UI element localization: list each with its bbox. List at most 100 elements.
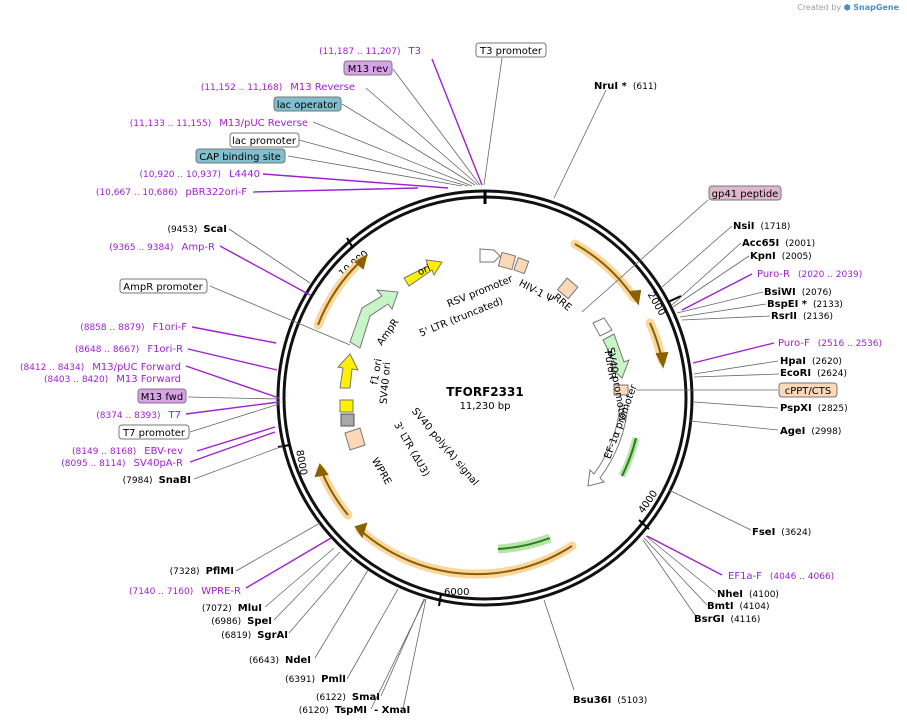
primer-marker-pbr322 [252, 187, 419, 193]
site-pmli: (6391)PmlI [285, 674, 346, 685]
site-name: NruI * [594, 81, 628, 92]
primer-pos: (10,667 .. 10,686) [96, 188, 177, 198]
site-pspxi: PspXI(2825) [780, 403, 848, 414]
site-name: SnaBI [159, 475, 191, 486]
box-t7-promoter: T7 promoter [122, 428, 186, 439]
primer-name: M13/pUC Forward [92, 362, 181, 373]
primer-marker-ef1a [646, 535, 723, 576]
primer-pos: (8095 .. 8114) [61, 459, 125, 469]
site-spei: (6986)SpeI [211, 616, 272, 627]
primer-marker-wpre [245, 537, 332, 589]
primers-right: Puro-R(2020 .. 2039) Puro-F(2516 .. 2536… [728, 269, 882, 582]
orf-arrow-green-right [621, 437, 637, 477]
primer-name: EF1a-F [728, 571, 762, 582]
site-name: XmaI [382, 705, 411, 716]
site-kpni: KpnI(2005) [750, 251, 812, 262]
box-cap-bg [195, 148, 286, 164]
leader-ecori [693, 373, 780, 378]
site-name: TspMI [335, 705, 367, 716]
box-m13-rev: M13 rev [348, 64, 389, 75]
leader-kpni [672, 255, 750, 308]
primers-left: (11,187 .. 11,207)T3 (11,152 .. 11,168)M… [20, 46, 421, 597]
plasmid-name: TFORF2331 [446, 385, 523, 399]
primer-name: M13 Reverse [290, 82, 355, 93]
site-pos: (2005) [782, 252, 812, 262]
site-name: NdeI [285, 655, 311, 666]
primer-pos: (8403 .. 8420) [44, 375, 108, 385]
site-name: EcoRI [780, 368, 811, 379]
site-name: FseI [752, 527, 775, 538]
site-nsii: NsiI(1718) [733, 221, 790, 232]
leader-m13-reverse [365, 87, 479, 186]
site-hpai: HpaI(2620) [780, 356, 842, 367]
box-gp41: gp41 peptide [712, 189, 779, 200]
primer-name: F1ori-R [147, 344, 183, 355]
primer-name: Amp-R [182, 242, 216, 253]
tick-label-8000: 8000 [293, 449, 308, 476]
site-pos: (6122) [316, 693, 346, 703]
f1-ori-arrow [337, 353, 359, 389]
site-pos: (2076) [802, 288, 832, 298]
ef1a-promoter-arrow [587, 404, 629, 487]
site-pos: (611) [633, 82, 657, 92]
feature-puror: PuroR [602, 350, 618, 381]
site-nrui: NruI * (611) [594, 81, 657, 92]
credit-prefix: Created by [797, 3, 842, 12]
feature-ampr: AmpR [375, 317, 401, 348]
primer-marker-sv40pa [189, 431, 276, 463]
primer-name: T7 [168, 410, 181, 421]
box-t3-promoter-bg [475, 42, 547, 58]
primer-name: Puro-R [757, 269, 790, 280]
primer-ebv-rev: (8149 .. 8168)EBV-rev [72, 446, 183, 457]
site-pos: (6819) [221, 631, 251, 641]
wpre-box [344, 427, 366, 451]
primer-pos: (4046 .. 4066) [770, 572, 834, 582]
primer-m13-reverse: (11,152 .. 11,168)M13 Reverse [201, 82, 355, 93]
leader-bmti [643, 537, 708, 606]
leader-mlui [264, 547, 335, 608]
tick-label-6000: 6000 [444, 587, 469, 598]
site-name: PmlI [321, 674, 346, 685]
sv40-ori-box [339, 399, 354, 413]
primer-puro-f: Puro-F(2516 .. 2536) [778, 338, 882, 349]
orf-arrowhead-left-lower [314, 462, 329, 478]
leader-xmai [402, 598, 427, 710]
orf-arrowhead-right [655, 351, 669, 369]
tick-10000 [346, 237, 354, 249]
site-name: SmaI [352, 692, 380, 703]
site-pos: (9453) [167, 225, 197, 235]
leader-nhei [645, 535, 717, 594]
leader-lac-operator [341, 103, 476, 186]
primer-pos: (2516 .. 2536) [818, 339, 882, 349]
site-pflmi: (7328)PflMI [170, 566, 234, 577]
site-scai: (9453)ScaI [167, 224, 227, 235]
site-name-prefix: - [374, 705, 382, 716]
leader-pflmi [235, 522, 321, 572]
site-leaders [187, 57, 780, 710]
feature-boxes: T3 promoter M13 rev lac operator lac pro… [118, 42, 838, 440]
leader-gp41 [581, 199, 709, 313]
primer-f1ori-f: (8858 .. 8879)F1ori-F [80, 322, 187, 333]
site-ecori: EcoRI(2624) [780, 368, 847, 379]
site-pos: (3624) [781, 528, 811, 538]
feature-sv40-polya: SV40 poly(A) signal [409, 406, 480, 488]
primer-pos: (9365 .. 9384) [109, 243, 173, 253]
site-sgrai: (6819)SgrAI [221, 630, 288, 641]
site-pos: (2136) [803, 312, 833, 322]
leader-ndei [314, 569, 369, 659]
site-pos: (4100) [749, 590, 779, 600]
site-name: BmtI [707, 601, 734, 612]
primer-t3: (11,187 .. 11,207)T3 [319, 46, 421, 57]
box-m13-fwd: M13 fwd [141, 392, 183, 403]
ltr3-box [340, 413, 355, 427]
primer-name: M13/pUC Reverse [219, 118, 308, 129]
feature-sv40-ori: SV40 ori [379, 362, 394, 405]
box-t7-promoter-bg [118, 424, 190, 440]
tick-8000 [277, 444, 291, 448]
leader-sgrai [288, 559, 353, 634]
primer-sv40pa-r: (8095 .. 8114)SV40pA-R [61, 458, 183, 469]
site-pos: (7328) [170, 567, 200, 577]
primer-m13-puc-forward: (8412 .. 8434)M13/pUC Forward [20, 362, 181, 373]
primer-marker-puro-f [692, 342, 775, 364]
leader-pmli [346, 588, 399, 680]
